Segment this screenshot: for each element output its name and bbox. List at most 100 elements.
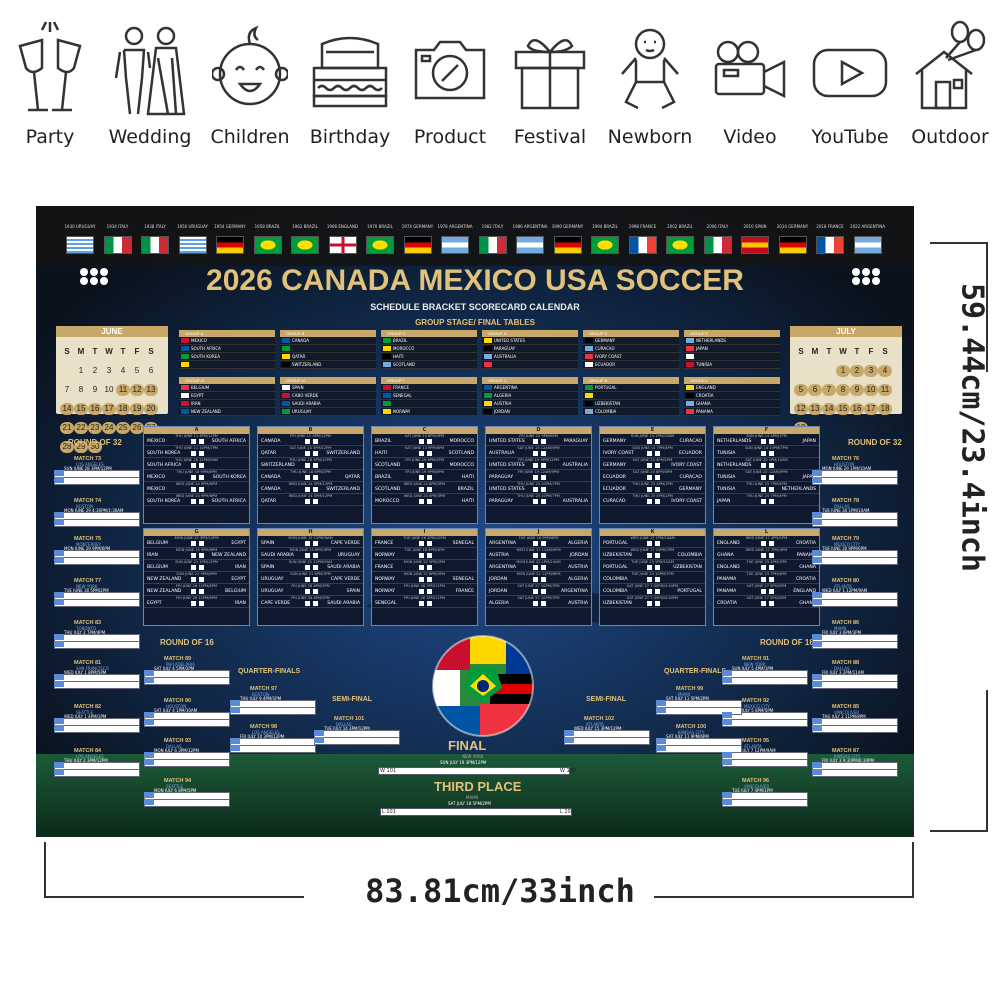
round-of-32-match-score-slot[interactable]	[54, 470, 140, 485]
match-row[interactable]: CANADA	[258, 438, 363, 446]
away-score-box[interactable]	[199, 451, 204, 456]
away-score-box[interactable]	[313, 577, 318, 582]
round-of-32-match-score-slot[interactable]	[54, 550, 140, 565]
match-row[interactable]: UNITED STATES	[486, 486, 591, 494]
home-score-box[interactable]	[761, 601, 766, 606]
group-team-row[interactable]: MOROCCO	[381, 345, 477, 353]
home-score-box[interactable]	[305, 475, 310, 480]
away-score-box[interactable]	[769, 601, 774, 606]
group-team-row[interactable]: PARAGUAY	[482, 345, 578, 353]
team-slot-bottom[interactable]	[722, 799, 808, 807]
round-of-32-match-score-slot[interactable]	[54, 592, 140, 607]
group-team-row[interactable]: SCOTLAND	[381, 361, 477, 369]
home-score-box[interactable]	[419, 589, 424, 594]
away-score-box[interactable]	[655, 463, 660, 468]
team-slot-bottom[interactable]	[54, 641, 140, 649]
home-score-box[interactable]	[305, 565, 310, 570]
round-of-32-match-score-slot[interactable]	[54, 634, 140, 649]
group-team-row[interactable]: EGYPT	[179, 392, 275, 400]
third-place-score-field[interactable]	[380, 808, 572, 816]
team-slot-bottom[interactable]	[812, 681, 898, 689]
group-team-row[interactable]: PANAMA	[684, 408, 780, 416]
home-score-box[interactable]	[419, 541, 424, 546]
match-row[interactable]: NETHERLANDS	[714, 462, 819, 470]
round-of-16-match-score-slot[interactable]	[722, 792, 808, 807]
away-score-box[interactable]	[655, 601, 660, 606]
group-team-row[interactable]	[482, 361, 578, 369]
away-score-box[interactable]	[313, 601, 318, 606]
home-score-box[interactable]	[647, 553, 652, 558]
team-slot-bottom[interactable]	[144, 677, 230, 685]
home-score-box[interactable]	[761, 487, 766, 492]
away-score-box[interactable]	[427, 487, 432, 492]
team-slot-bottom[interactable]	[314, 737, 400, 745]
team-slot-bottom[interactable]	[144, 719, 230, 727]
home-score-box[interactable]	[761, 565, 766, 570]
away-score-box[interactable]	[199, 577, 204, 582]
group-team-row[interactable]: SENEGAL	[381, 392, 477, 400]
away-score-box[interactable]	[427, 601, 432, 606]
away-score-box[interactable]	[541, 565, 546, 570]
round-of-32-match-score-slot[interactable]	[812, 512, 898, 527]
round-of-32-match-score-slot[interactable]	[812, 674, 898, 689]
group-team-row[interactable]: SWITZERLAND	[280, 361, 376, 369]
home-score-box[interactable]	[647, 487, 652, 492]
quarter-final-match-score-slot[interactable]	[656, 738, 742, 753]
round-of-16-match-score-slot[interactable]	[722, 712, 808, 727]
home-score-box[interactable]	[761, 463, 766, 468]
group-team-row[interactable]	[684, 353, 780, 361]
home-score-box[interactable]	[647, 499, 652, 504]
away-score-box[interactable]	[427, 577, 432, 582]
home-score-box[interactable]	[533, 541, 538, 546]
away-score-box[interactable]	[199, 541, 204, 546]
home-score-box[interactable]	[419, 487, 424, 492]
away-score-box[interactable]	[655, 553, 660, 558]
home-score-box[interactable]	[533, 553, 538, 558]
group-team-row[interactable]: BRAZIL	[381, 337, 477, 345]
team-slot-bottom[interactable]	[812, 557, 898, 565]
away-score-box[interactable]	[199, 499, 204, 504]
away-score-box[interactable]	[655, 589, 660, 594]
home-score-box[interactable]	[305, 487, 310, 492]
group-team-row[interactable]: SOUTH KOREA	[179, 353, 275, 361]
home-score-box[interactable]	[761, 589, 766, 594]
away-score-box[interactable]	[655, 577, 660, 582]
team-slot-bottom[interactable]	[230, 707, 316, 715]
team-slot-bottom[interactable]	[812, 477, 898, 485]
home-score-box[interactable]	[191, 541, 196, 546]
home-score-box[interactable]	[305, 451, 310, 456]
away-score-box[interactable]	[199, 463, 204, 468]
home-score-box[interactable]	[191, 451, 196, 456]
group-team-row[interactable]: FRANCE	[381, 384, 477, 392]
round-of-16-match-score-slot[interactable]	[144, 712, 230, 727]
round-of-32-match-score-slot[interactable]	[812, 470, 898, 485]
round-of-32-match-score-slot[interactable]	[812, 592, 898, 607]
home-score-box[interactable]	[533, 475, 538, 480]
home-score-box[interactable]	[647, 541, 652, 546]
home-score-box[interactable]	[761, 553, 766, 558]
away-score-box[interactable]	[655, 451, 660, 456]
away-score-box[interactable]	[769, 499, 774, 504]
